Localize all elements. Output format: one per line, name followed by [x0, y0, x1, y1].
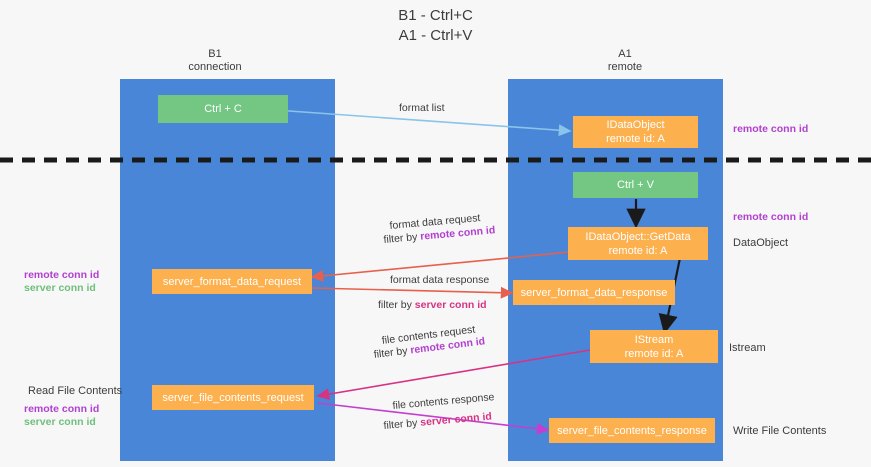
arrow-format-list — [274, 109, 572, 137]
side-label-left-remote-conn-id-mid: remote conn id — [24, 269, 100, 281]
side-label-write-file-contents: Write File Contents — [733, 425, 827, 437]
column-header-right: A1 remote — [607, 48, 643, 73]
side-label-remote-conn-id-top: remote conn id — [733, 123, 809, 135]
box-server-format-data-request[interactable]: server_format_data_request — [152, 269, 312, 294]
arrow-format-data-request — [310, 251, 571, 282]
side-label-remote-conn-id-mid: remote conn id — [733, 211, 809, 223]
edge-label-format-data-response: format data response — [390, 274, 490, 286]
filter-prefix: filter by — [383, 416, 421, 432]
edge-label-format-data-response-filter: filter by server conn id — [378, 298, 487, 312]
box-idataobject-top[interactable]: IDataObject remote id: A — [573, 116, 698, 148]
box-istream[interactable]: IStream remote id: A — [590, 330, 718, 363]
box-server-file-contents-request[interactable]: server_file_contents_request — [152, 385, 314, 410]
filter-value-server-conn-id: server conn id — [414, 299, 487, 311]
side-label-istream: Istream — [729, 342, 766, 354]
box-ctrl-v[interactable]: Ctrl + V — [573, 172, 698, 198]
side-label-left-server-conn-id-bottom: server conn id — [24, 416, 96, 428]
side-label-read-file-contents: Read File Contents — [28, 385, 123, 397]
filter-prefix: filter by — [378, 299, 415, 311]
box-idataobject-getdata[interactable]: IDataObject::GetData remote id: A — [568, 227, 708, 260]
side-label-left-remote-conn-id-bottom: remote conn id — [24, 403, 100, 415]
box-server-format-data-response[interactable]: server_format_data_response — [513, 280, 675, 305]
edge-label-format-list: format list — [399, 102, 445, 114]
box-server-file-contents-response[interactable]: server_file_contents_response — [549, 418, 715, 443]
filter-prefix: filter by — [383, 230, 421, 246]
page-title: B1 - Ctrl+C A1 - Ctrl+V — [398, 7, 473, 44]
side-label-dataobject: DataObject — [733, 237, 789, 249]
column-header-left: B1 connection — [188, 48, 242, 73]
arrow-file-contents-request — [316, 349, 591, 400]
arrow-format-data-response — [311, 286, 514, 299]
box-ctrl-c[interactable]: Ctrl + C — [158, 95, 288, 123]
arrow-file-contents-response — [317, 402, 550, 435]
side-label-left-server-conn-id-mid: server conn id — [24, 282, 96, 294]
